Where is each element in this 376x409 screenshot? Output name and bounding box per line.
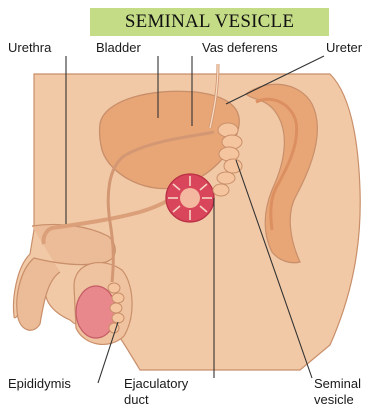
label-epididymis: Epididymis [8, 376, 71, 392]
label-bladder: Bladder [96, 40, 141, 56]
label-vas-deferens: Vas deferens [202, 40, 278, 56]
diagram-title: SEMINAL VESICLE [90, 8, 329, 36]
prostate-center [180, 188, 200, 208]
label-ejaculatory-duct-line2: duct [124, 392, 149, 408]
label-seminal-vesicle-line1: Seminal [314, 376, 361, 392]
label-urethra: Urethra [8, 40, 51, 56]
label-ejaculatory-duct-line1: Ejaculatory [124, 376, 188, 392]
label-seminal-vesicle-line2: vesicle [314, 392, 354, 408]
label-ureter: Ureter [326, 40, 362, 56]
